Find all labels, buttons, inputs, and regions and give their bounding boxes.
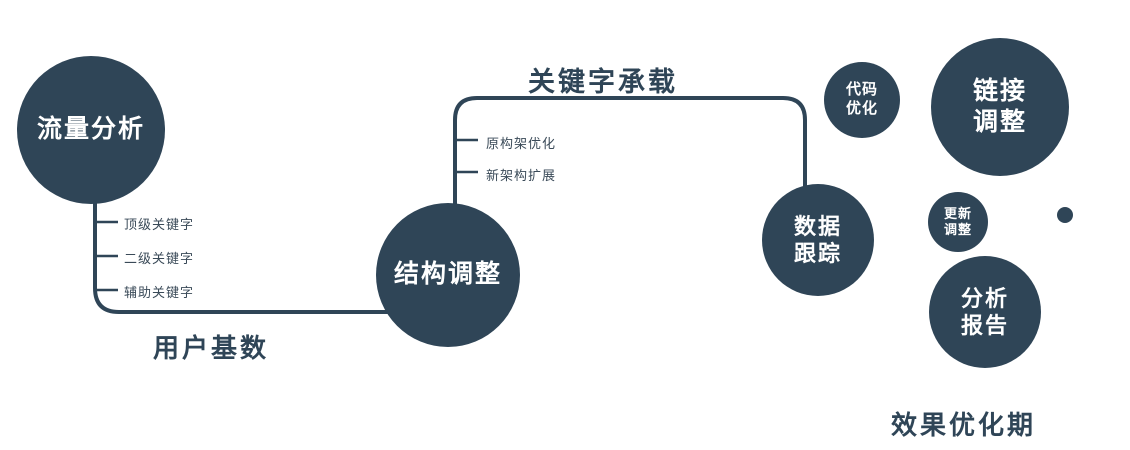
node-link-adjustment-line2: 调整 — [972, 108, 1027, 136]
footer-label-effect-optimization: 效果优化期 — [891, 410, 1037, 440]
node-structure-adjustment: 结构调整 — [376, 203, 520, 347]
tick-label-arch-expand: 新架构扩展 — [486, 168, 557, 183]
edge-label-keyword-bearing: 关键字承载 — [528, 67, 678, 97]
node-structure-adjustment-label: 结构调整 — [393, 260, 502, 289]
node-traffic-analysis: 流量分析 — [17, 56, 165, 204]
node-traffic-analysis-label: 流量分析 — [36, 115, 145, 144]
tick-label-arch-optimize: 原构架优化 — [486, 136, 557, 151]
node-update-adjustment-line1: 更新 — [943, 205, 972, 221]
node-data-tracking-line1: 数据 — [793, 213, 842, 239]
node-analysis-report: 分析 报告 — [929, 256, 1041, 368]
node-code-optimization-line2: 优化 — [845, 100, 878, 117]
node-code-optimization-line1: 代码 — [845, 81, 878, 99]
node-link-adjustment-line1: 链接 — [972, 76, 1027, 105]
node-data-tracking-line2: 跟踪 — [793, 241, 842, 266]
node-update-adjustment: 更新 调整 — [928, 192, 988, 252]
small-dot-marker — [1057, 207, 1073, 223]
node-update-adjustment-line2: 调整 — [943, 222, 972, 237]
edge-label-user-base: 用户基数 — [153, 333, 270, 363]
node-analysis-report-line2: 报告 — [960, 313, 1009, 338]
tick-label-second-keywords: 二级关键字 — [124, 251, 195, 266]
node-analysis-report-line1: 分析 — [960, 285, 1009, 311]
node-link-adjustment: 链接 调整 — [931, 38, 1069, 176]
tick-label-top-keywords: 顶级关键字 — [124, 217, 195, 232]
node-code-optimization: 代码 优化 — [824, 62, 900, 138]
connector-line-middle — [453, 96, 807, 232]
tick-label-aux-keywords: 辅助关键字 — [124, 285, 195, 300]
node-data-tracking: 数据 跟踪 — [762, 184, 874, 296]
